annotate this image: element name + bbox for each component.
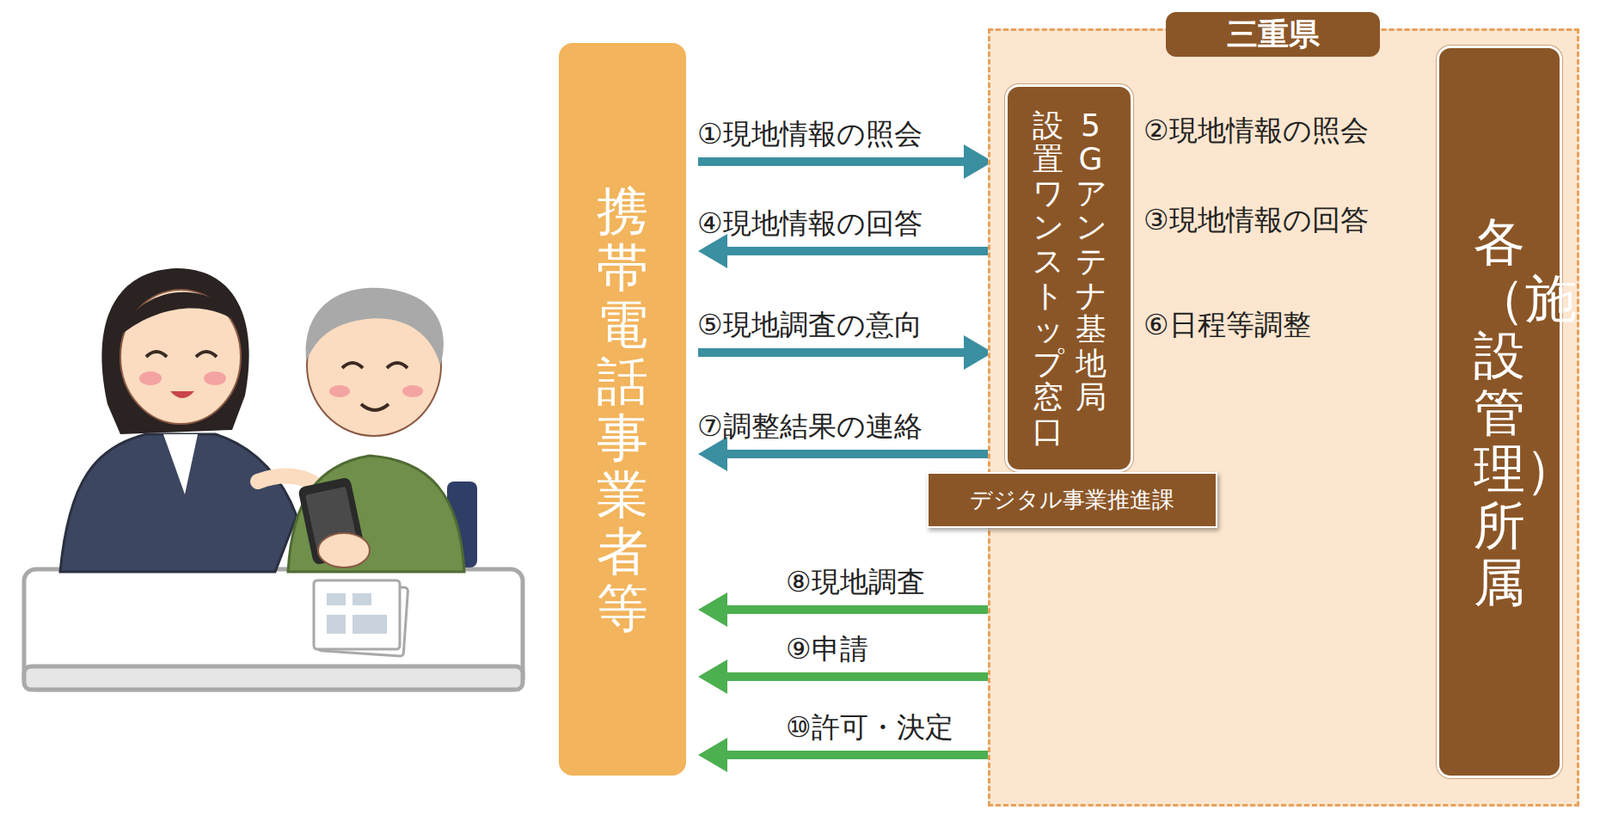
cheek — [402, 385, 423, 398]
step-label: ②現地情報の照会 — [1143, 113, 1369, 148]
step-label: ⑩許可・決定 — [785, 710, 954, 745]
office-box: 各（施設管理）所属 — [1436, 45, 1563, 779]
paper-mark — [352, 593, 372, 606]
step-label: ①現地情報の照会 — [697, 116, 923, 152]
box-label: デジタル事業推進課 — [969, 484, 1175, 515]
sweater — [288, 455, 465, 572]
smartphone — [297, 477, 370, 568]
mouth — [361, 404, 389, 411]
region-heading: 三重県 — [1165, 12, 1380, 57]
paper-mark — [326, 593, 346, 606]
eyes — [342, 362, 408, 368]
cheek — [329, 385, 350, 398]
fringe — [120, 292, 243, 336]
step-label: ⑦調整結果の連絡 — [697, 409, 923, 444]
vertical-label: 5Gアンテナ基地局 — [1075, 108, 1107, 415]
section-tag: デジタル事業推進課 — [926, 472, 1218, 528]
hand — [318, 533, 370, 568]
step-label: ⑥日程等調整 — [1143, 307, 1312, 343]
hand — [257, 476, 319, 486]
hair — [306, 288, 444, 366]
table-top — [24, 569, 523, 690]
cheek — [203, 371, 227, 386]
shirt — [163, 434, 198, 495]
table-edge — [24, 666, 523, 690]
eyes — [146, 351, 217, 357]
step-label: ⑤現地調査の意向 — [697, 307, 923, 343]
people-illustration — [0, 0, 551, 740]
actor-box: 携帯電話事業者等 — [558, 42, 687, 776]
step-label: ⑨申請 — [785, 631, 869, 667]
table — [24, 569, 523, 690]
suit — [60, 434, 297, 572]
paper-mark — [352, 614, 387, 634]
mouth — [170, 391, 195, 399]
cheek — [139, 371, 162, 386]
step-label: ③現地情報の回答 — [1143, 202, 1369, 238]
hair — [101, 268, 249, 435]
man — [288, 288, 478, 572]
woman — [60, 268, 319, 572]
text-columns: 5Gアンテナ基地局設置ワンストップ窓口 — [1032, 108, 1107, 449]
vertical-label: 携帯電話事業者等 — [596, 182, 649, 637]
paper — [313, 580, 400, 650]
step-label: ④現地情報の回答 — [697, 206, 923, 241]
vertical-label: 設置ワンストップ窓口 — [1032, 108, 1064, 449]
papers — [313, 580, 409, 656]
step-label: ⑧現地調査 — [785, 564, 926, 600]
window-box: 5Gアンテナ基地局設置ワンストップ窓口 — [1005, 84, 1134, 473]
paper-mark — [326, 614, 346, 634]
vertical-label: 各（施設管理）所属 — [1473, 213, 1526, 611]
